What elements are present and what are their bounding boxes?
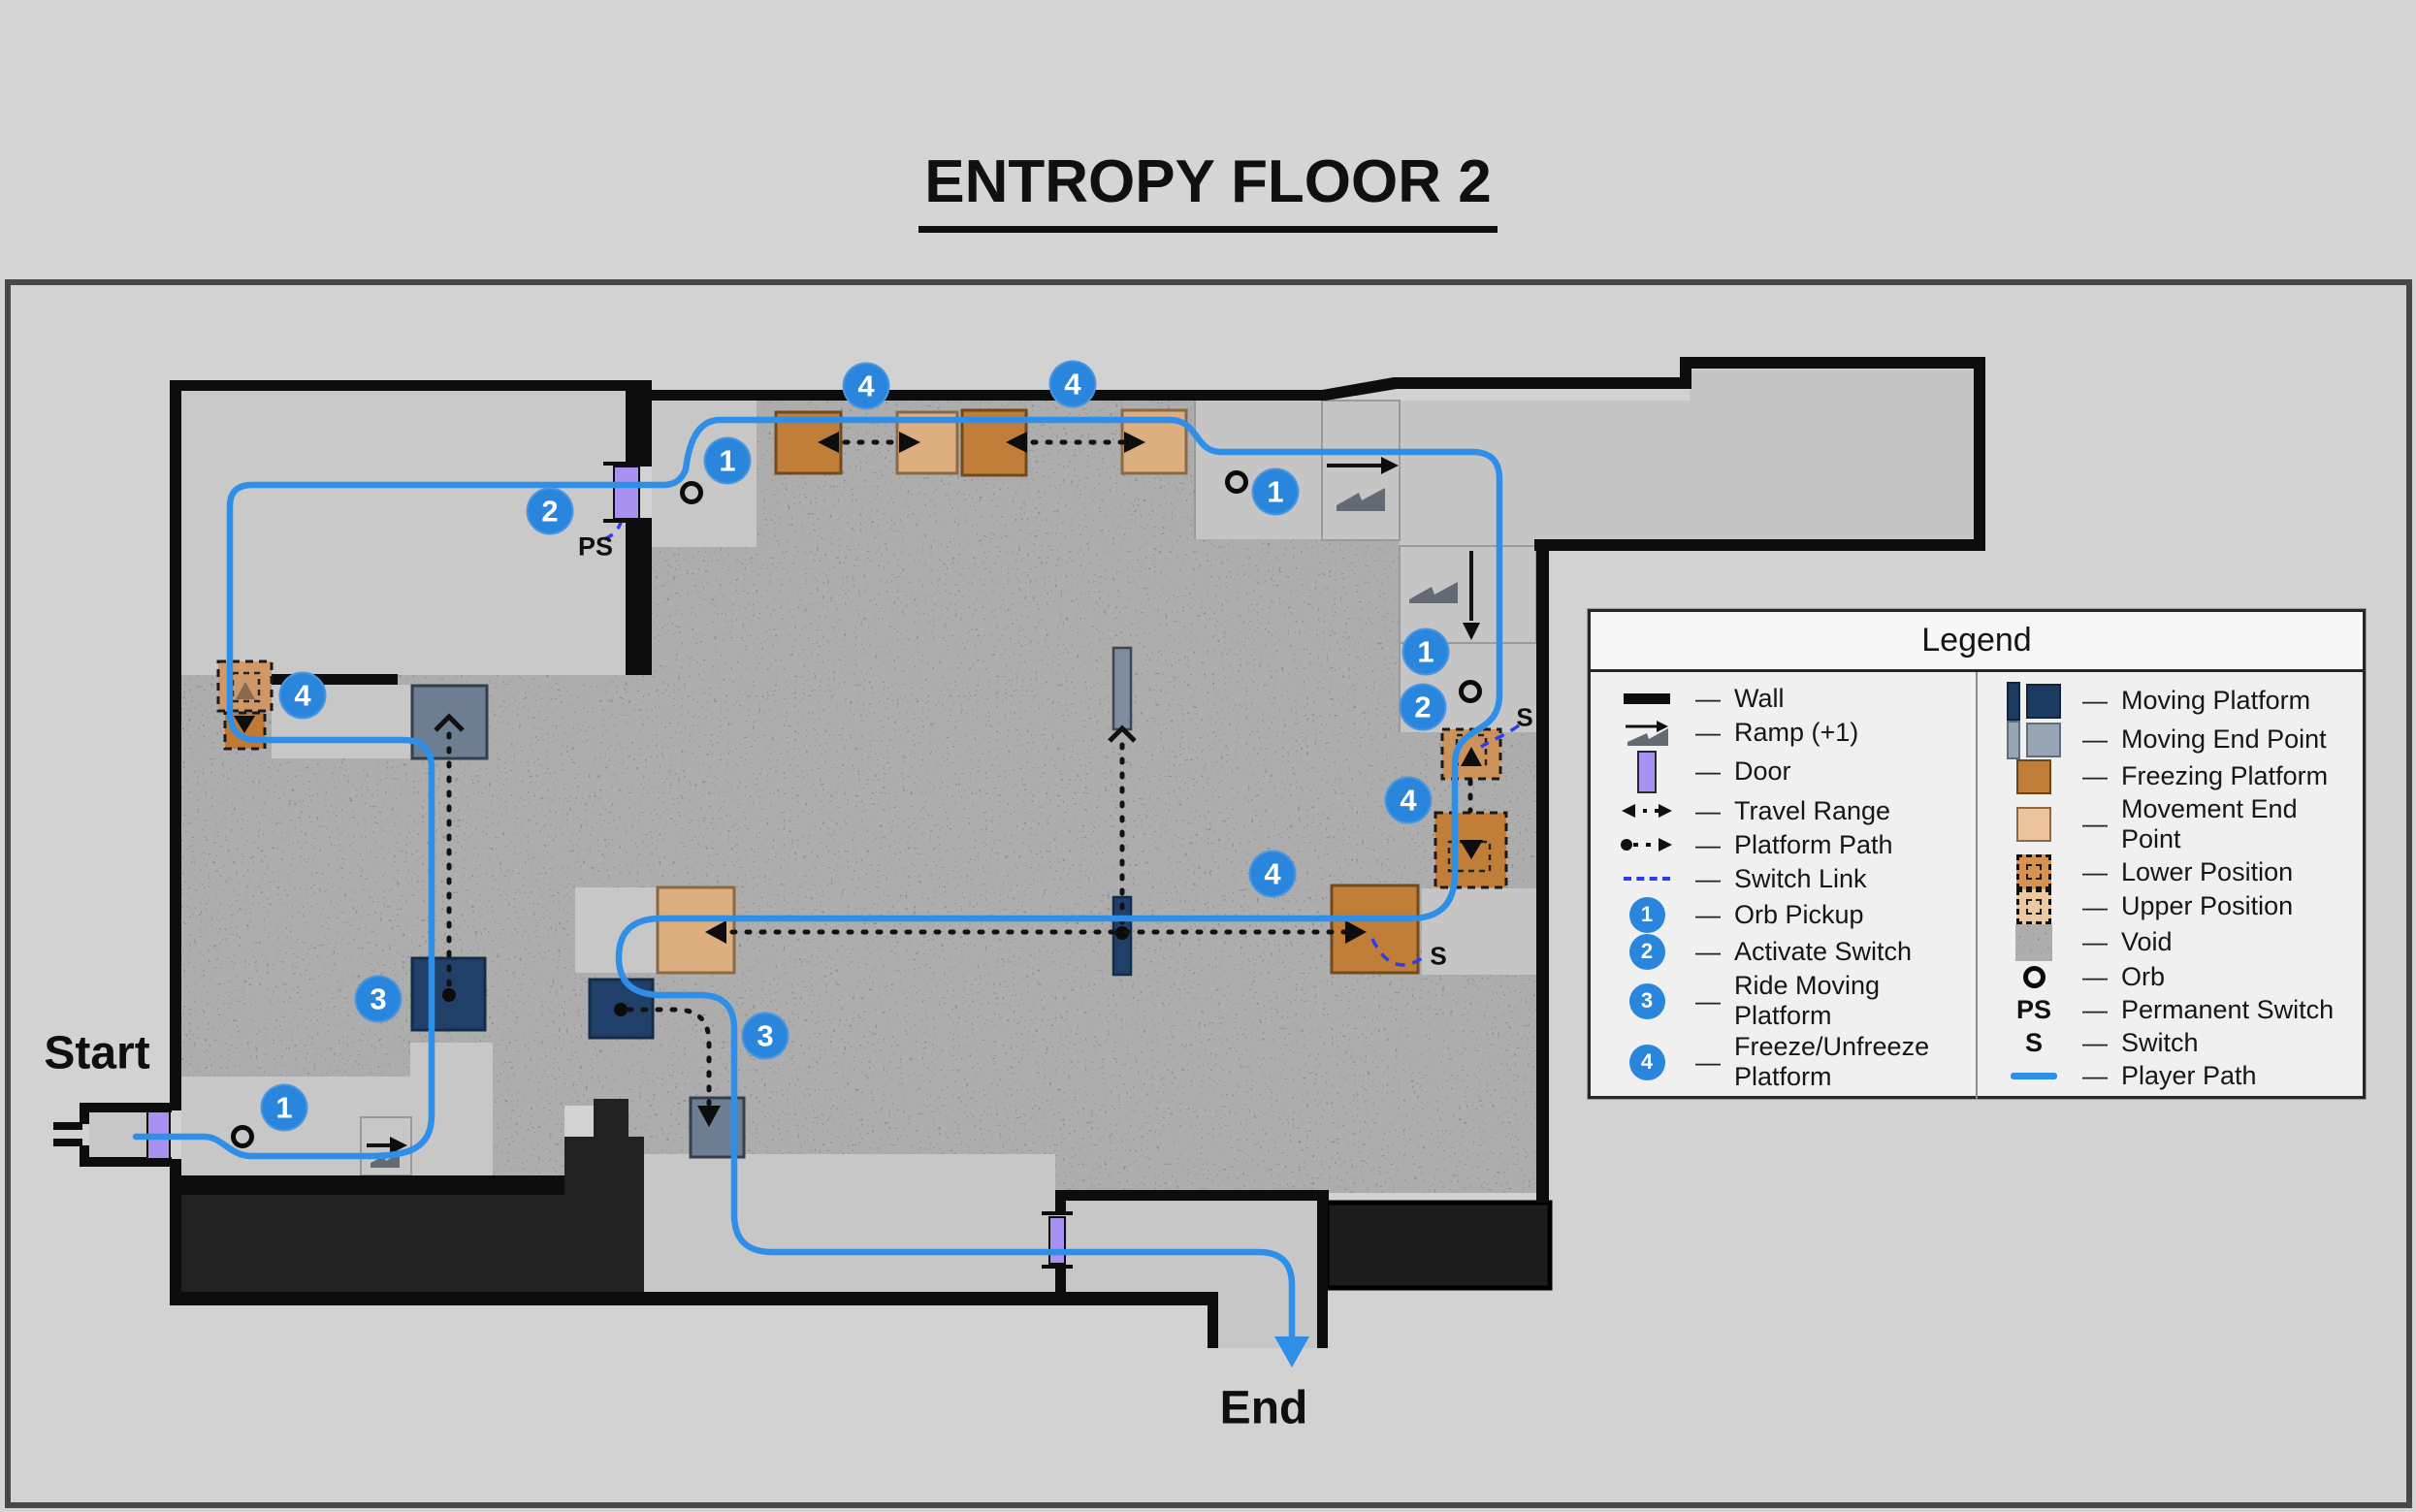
legend-label: Orb	[2121, 962, 2166, 992]
legend-row: —Void	[1989, 924, 2363, 961]
moving-end-point-icon	[2007, 720, 2020, 759]
legend-label: Travel Range	[1734, 795, 1891, 825]
legend-column-left: —Wall—Ramp (+1)—Door—Travel Range—Platfo…	[1591, 672, 1976, 1099]
ramp-icon	[1409, 582, 1458, 603]
legend-row: —Travel Range	[1602, 794, 1976, 827]
up-chevron-icon	[1108, 724, 1137, 743]
freezing-platform-icon	[2016, 758, 2051, 794]
dark-pit	[181, 1099, 644, 1292]
legend-row: —Orb	[1989, 961, 2363, 994]
permanent-switch-icon: PS	[2015, 995, 2052, 1025]
page-title-wrap: ENTROPY FLOOR 2	[0, 147, 2416, 233]
legend-label: Void	[2121, 927, 2173, 957]
legend-label: Permanent Switch	[2121, 995, 2335, 1025]
void-icon	[2015, 924, 2052, 961]
end-corridor-floor	[1066, 1201, 1317, 1292]
legend-title: Legend	[1591, 612, 2363, 672]
door-room	[613, 466, 640, 520]
legend-row: —Moving Platform	[1989, 682, 2363, 721]
page-title: ENTROPY FLOOR 2	[918, 147, 1498, 233]
legend-label: Freeze/Unfreeze Platform	[1734, 1032, 1930, 1092]
legend-row: —Upper Position	[1989, 889, 2363, 925]
legend-label: Activate Switch	[1734, 936, 1913, 966]
legend-column-right: —Moving Platform—Moving End Point—Freezi…	[1976, 672, 2363, 1099]
marker-3-icon: 3	[1628, 982, 1665, 1019]
legend-label: Upper Position	[2121, 891, 2294, 921]
switch-icon: S	[2024, 1028, 2043, 1058]
legend-row: —Ramp (+1)	[1602, 717, 1976, 750]
ramp-icon	[1626, 720, 1668, 746]
marker-4-icon: 4	[1628, 1044, 1665, 1080]
platform-paths	[446, 439, 1473, 1107]
legend-row: —Moving End Point	[1989, 720, 2363, 759]
legend-row: 4—Freeze/Unfreeze Platform	[1602, 1032, 1976, 1092]
player-path	[132, 416, 1503, 1352]
legend-row: —Lower Position	[1989, 854, 2363, 890]
freezing-platform-big	[1330, 884, 1420, 975]
legend-row: —Switch Link	[1602, 862, 1976, 895]
legend-row: S—Switch	[2024, 1028, 2199, 1058]
legend-label: Platform Path	[1734, 829, 1893, 859]
legend-row: —Wall	[1602, 683, 1976, 716]
legend-label: Switch Link	[1734, 863, 1867, 893]
top-right-room-floor	[1195, 401, 1985, 539]
legend-label: Moving Platform	[2121, 686, 2311, 716]
legend-row: 1—Orb Pickup	[1602, 896, 1976, 933]
ramp-icon	[370, 1153, 400, 1168]
legend-label: Ride Moving Platform	[1734, 970, 1881, 1030]
legend-label: Moving End Point	[2121, 724, 2327, 755]
legend-row: —Platform Path	[1602, 828, 1976, 861]
legend-row: PS—Permanent Switch	[2015, 995, 2335, 1025]
legend-label: Door	[1734, 756, 1791, 787]
legend-panel: Legend —Wall—Ramp (+1)—Door—Travel Range…	[1588, 609, 2366, 1099]
legend-label: Wall	[1734, 684, 1785, 714]
dark-block-right	[1324, 1200, 1553, 1291]
legend-row: —Freezing Platform	[1989, 758, 2363, 794]
marker-2-icon: 2	[1628, 933, 1665, 970]
lower-position-icon	[2016, 854, 2051, 890]
orb-icon	[2022, 966, 2046, 989]
upper-position-icon	[2016, 889, 2051, 925]
travel-range-icon	[1622, 804, 1672, 819]
legend-row: 3—Ride Moving Platform	[1602, 971, 1976, 1031]
legend-label: Lower Position	[2121, 856, 2294, 886]
up-chevron-icon	[434, 713, 465, 732]
legend-label: Orb Pickup	[1734, 899, 1864, 929]
moving-platform-icon	[2007, 682, 2020, 721]
path-arrowheads	[697, 432, 1367, 1127]
legend-label: Freezing Platform	[2121, 761, 2329, 791]
door-end	[1048, 1216, 1066, 1265]
legend-label: Player Path	[2121, 1061, 2257, 1091]
room-upper-left-floor	[181, 391, 626, 675]
door-icon	[1637, 750, 1657, 793]
legend-row: —Player Path	[1989, 1060, 2363, 1093]
platform-path-icon	[1621, 838, 1672, 853]
player-path-arrowhead	[1274, 1336, 1309, 1367]
legend-row: —Door	[1602, 750, 1976, 793]
marker-1-icon: 1	[1628, 896, 1665, 933]
switch-link-icon	[1624, 877, 1670, 882]
ramp-icon	[1337, 488, 1385, 511]
movement-end-point-icon	[2016, 806, 2051, 842]
ramps	[367, 457, 1480, 1168]
moving-end-slim	[1111, 646, 1133, 731]
legend-row: —Movement End Point	[1989, 794, 2363, 854]
legend-row: 2—Activate Switch	[1602, 933, 1976, 970]
player-path-icon	[2011, 1073, 2057, 1080]
legend-label: Movement End Point	[2121, 793, 2298, 853]
wall-icon	[1624, 693, 1670, 705]
legend-label: Ramp (+1)	[1734, 718, 1859, 748]
legend-label: Switch	[2121, 1028, 2199, 1058]
walls	[53, 357, 1985, 1348]
